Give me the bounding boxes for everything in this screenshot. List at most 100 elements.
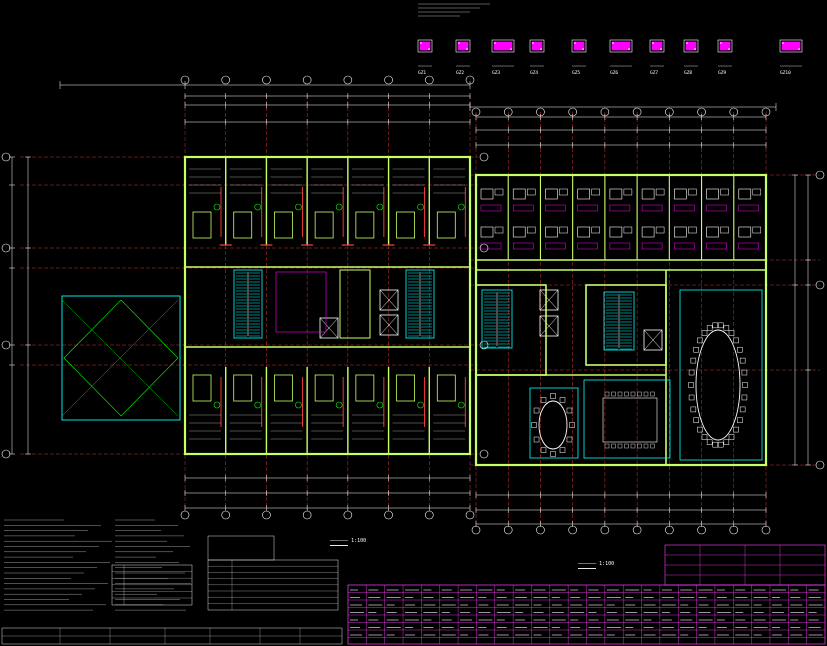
column-section-icon bbox=[717, 39, 733, 53]
seat-icon bbox=[650, 391, 655, 397]
seat-icon bbox=[643, 391, 649, 397]
column-section-icon bbox=[649, 39, 665, 53]
seat-icon bbox=[739, 406, 746, 413]
right-core-outline bbox=[585, 284, 667, 366]
axis-bubble bbox=[1, 152, 11, 162]
right-core-outline bbox=[475, 284, 547, 376]
column-section-label: GZ4 bbox=[530, 70, 538, 76]
axis-bubble bbox=[479, 152, 489, 162]
column-core-fill bbox=[457, 41, 469, 51]
axis-bubble bbox=[465, 510, 475, 520]
rebar-dot bbox=[798, 48, 800, 50]
seat-icon bbox=[637, 391, 642, 397]
desk-icon bbox=[480, 188, 494, 200]
seat-icon bbox=[550, 451, 556, 457]
bathroom-outline bbox=[396, 374, 415, 402]
seat-icon bbox=[617, 391, 623, 397]
shaft-outline bbox=[339, 269, 371, 339]
seat-icon bbox=[550, 393, 556, 399]
chair-icon bbox=[720, 188, 729, 196]
fixture-icon bbox=[254, 203, 262, 211]
plan-title-left: ────── 1:100 bbox=[330, 538, 367, 546]
axis-bubble bbox=[262, 510, 271, 520]
cabinet-icon bbox=[641, 204, 663, 212]
axis-bubble bbox=[465, 75, 475, 85]
building-walls bbox=[61, 155, 768, 467]
column-core-fill bbox=[781, 41, 801, 51]
seat-icon bbox=[533, 436, 540, 443]
seat-icon bbox=[718, 441, 724, 448]
seat-icon bbox=[693, 346, 699, 353]
column-core-fill bbox=[685, 41, 697, 51]
chair-icon bbox=[591, 226, 600, 234]
room-details bbox=[189, 168, 466, 440]
elevator-cross bbox=[539, 289, 559, 311]
seat-icon bbox=[693, 417, 699, 424]
seat-icon bbox=[742, 382, 748, 388]
bathroom-outline bbox=[233, 211, 253, 239]
seat-icon bbox=[733, 337, 739, 344]
column-section-label: GZ3 bbox=[492, 70, 500, 76]
seat-icon bbox=[533, 407, 540, 414]
axis-bubbles bbox=[1, 75, 825, 535]
bathroom-outline bbox=[396, 211, 415, 239]
cabinet-icon bbox=[577, 204, 598, 212]
axis-bubble bbox=[815, 280, 825, 290]
axis-bubble bbox=[1, 340, 11, 350]
roof-hip-lines bbox=[63, 299, 179, 417]
axis-bubble bbox=[815, 170, 825, 180]
rebar-dot bbox=[420, 42, 422, 44]
seat-icon bbox=[604, 391, 610, 397]
column-section-icon bbox=[529, 39, 545, 53]
rebar-dot bbox=[458, 42, 460, 44]
stair-icon bbox=[405, 269, 435, 339]
desk-icon bbox=[706, 188, 719, 200]
desk-icon bbox=[480, 226, 494, 238]
desk-icon bbox=[545, 188, 558, 200]
cabinet-icon bbox=[480, 242, 502, 250]
chair-icon bbox=[688, 188, 697, 196]
desk-icon bbox=[674, 188, 687, 200]
bathroom-outline bbox=[192, 374, 212, 402]
column-section-label: GZ7 bbox=[650, 70, 658, 76]
cabinet-icon bbox=[577, 242, 598, 250]
general-notes bbox=[4, 3, 490, 611]
symbol-table bbox=[207, 559, 339, 611]
schedule-tables bbox=[1, 535, 826, 645]
seat-icon bbox=[569, 422, 575, 428]
axis-bubble bbox=[424, 510, 434, 520]
cabinet-icon bbox=[545, 204, 566, 212]
column-section-label: GZ6 bbox=[610, 70, 618, 76]
rebar-dot bbox=[686, 42, 688, 44]
desk-icon bbox=[738, 188, 752, 200]
axis-bubble bbox=[471, 107, 481, 117]
axis-bubble bbox=[761, 525, 771, 535]
meeting-room-outline bbox=[583, 379, 671, 459]
seat-icon bbox=[624, 391, 629, 397]
fixture-icon bbox=[254, 401, 262, 409]
column-core-fill bbox=[611, 41, 631, 51]
rebar-dot bbox=[720, 42, 722, 44]
axis-bubble bbox=[302, 510, 312, 520]
seat-icon bbox=[688, 369, 695, 376]
seat-icon bbox=[611, 443, 616, 449]
chair-icon bbox=[494, 226, 504, 234]
desk-icon bbox=[545, 226, 558, 238]
cabinet-icon bbox=[609, 242, 631, 250]
column-section-icon bbox=[417, 39, 433, 53]
fixture-icon bbox=[213, 401, 221, 409]
chair-icon bbox=[655, 226, 665, 234]
chair-icon bbox=[526, 226, 536, 234]
seat-icon bbox=[531, 422, 537, 428]
legend-table bbox=[111, 564, 193, 606]
fixture-icon bbox=[417, 401, 424, 409]
fixture-icon bbox=[457, 203, 465, 211]
axis-bubble bbox=[815, 460, 825, 470]
axis-bubble bbox=[221, 510, 231, 520]
desk-icon bbox=[512, 226, 526, 238]
axis-bubble bbox=[632, 107, 642, 117]
conference-hall-outline bbox=[679, 289, 763, 461]
bathroom-outline bbox=[233, 374, 253, 402]
